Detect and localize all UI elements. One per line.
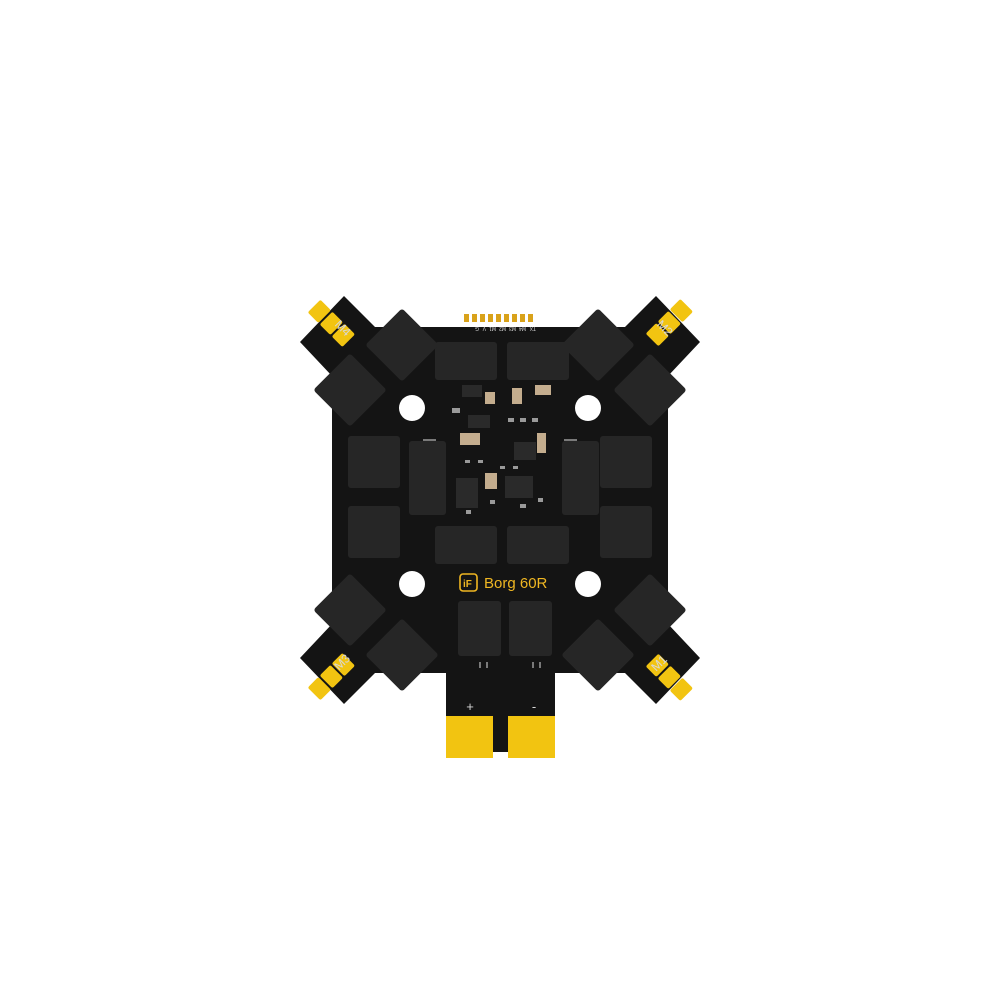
- power-label-negative: -: [532, 699, 536, 714]
- mounting-hole: [399, 395, 425, 421]
- mosfet-group: [348, 342, 652, 656]
- battery-pad-negative: [508, 716, 555, 758]
- pin-label-m2: M2: [499, 325, 506, 331]
- brand-block: iF Borg 60R: [459, 573, 548, 592]
- product-name: Borg 60R: [484, 575, 548, 592]
- smd-components: [452, 385, 551, 514]
- motor-pad-m4: [308, 300, 355, 347]
- brand-logo-mark: iF: [463, 579, 472, 590]
- mounting-hole: [575, 571, 601, 597]
- arm-mosfets: [314, 309, 686, 691]
- brand-logo-icon: [459, 573, 478, 592]
- pin-label-tx: TX: [529, 325, 536, 331]
- power-label-positive: +: [466, 699, 474, 714]
- pin-label-m1: M1: [489, 325, 496, 331]
- mounting-hole: [575, 395, 601, 421]
- battery-pad-positive: [446, 716, 493, 758]
- pin-label-v: V: [482, 325, 486, 331]
- motor-pad-m1: [646, 654, 693, 701]
- mounting-hole: [399, 571, 425, 597]
- pin-label-g: G: [475, 325, 479, 331]
- silkscreen-marks: [423, 439, 577, 668]
- motor-pad-m2: [646, 299, 693, 346]
- signal-header-pads: [464, 314, 533, 322]
- pin-label-m4: M4: [519, 325, 526, 331]
- header-pin-labels: TX M4 M3 M2 M1 V G: [475, 325, 536, 331]
- motor-pad-m3: [308, 653, 355, 700]
- pin-label-m3: M3: [509, 325, 516, 331]
